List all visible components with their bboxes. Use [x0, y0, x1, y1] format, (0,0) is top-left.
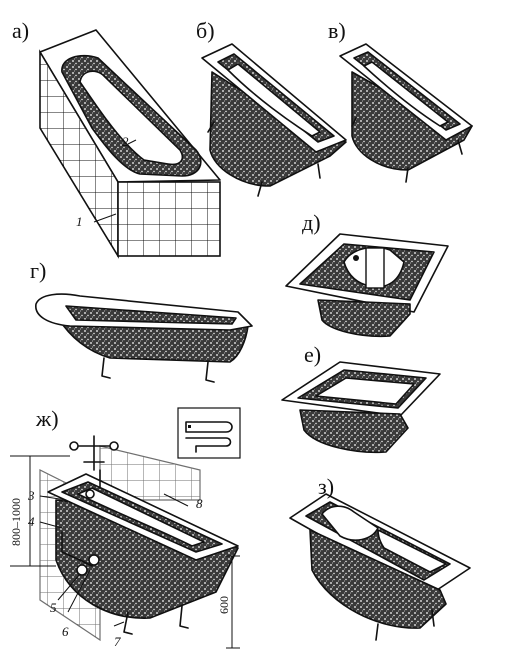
callout-a-2: 2	[122, 134, 129, 149]
bathtub-a-built-in	[39, 29, 221, 259]
bathtub-symbol-inset	[177, 407, 241, 459]
panel-label-e: е)	[304, 342, 321, 367]
panel-label-g: г)	[30, 258, 46, 283]
bathtub-z-with-seat	[289, 493, 471, 641]
dimension-height-range: 800–1000	[9, 498, 23, 546]
bathtub-e	[281, 361, 441, 454]
bathtub-zh-installation	[10, 435, 240, 649]
callout-zh-7: 7	[114, 634, 121, 649]
callout-zh-5: 5	[50, 600, 57, 615]
panel-label-b: б)	[196, 18, 215, 43]
panel-label-a: а)	[12, 18, 29, 43]
callout-zh-8: 8	[196, 496, 203, 511]
panel-label-d: д)	[302, 210, 321, 235]
bathtub-v	[339, 43, 473, 183]
bathtub-g	[35, 293, 253, 383]
dimension-rim-height: 600	[217, 596, 231, 614]
panel-label-z: з)	[318, 474, 334, 499]
callout-zh-6: 6	[62, 624, 69, 639]
callout-zh-4: 4	[28, 514, 35, 529]
panel-label-v: в)	[328, 18, 346, 43]
bathtub-b	[201, 43, 347, 197]
panel-label-zh: ж)	[35, 406, 59, 431]
callout-a-1: 1	[76, 214, 83, 229]
bathtub-d	[285, 233, 449, 338]
callout-zh-3: 3	[27, 488, 35, 503]
